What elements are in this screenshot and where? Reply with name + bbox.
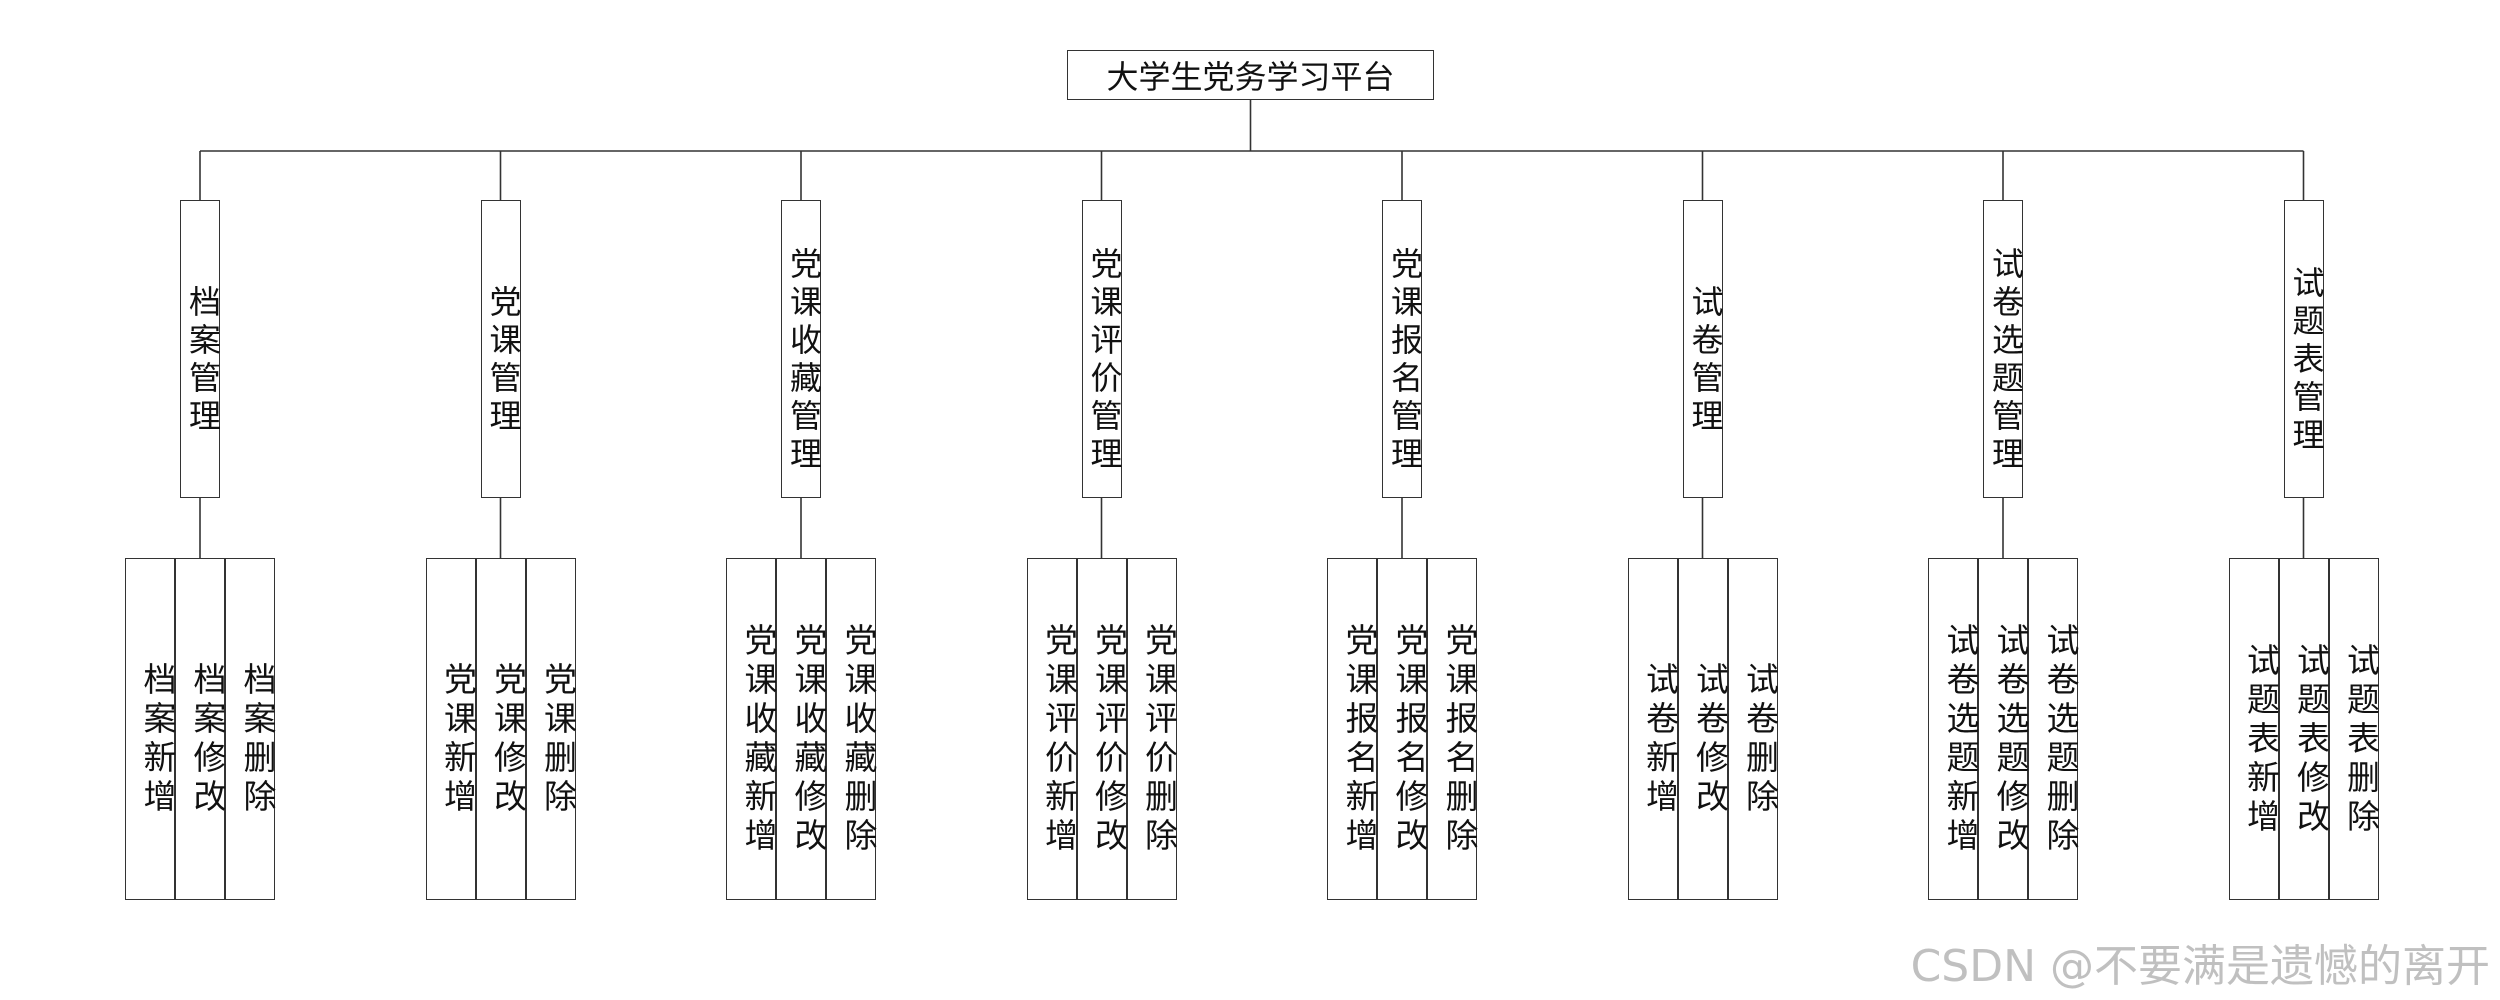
watermark: CSDN @不要满是遗憾的离开 [1910,941,2490,992]
module-node: 党课收藏管理 [781,200,823,498]
action-node: 党课报名修改 [1377,558,1429,900]
action-node: 党课评价修改 [1076,558,1129,900]
action-node: 档案删除 [225,558,277,900]
module-node: 试题表管理 [2283,200,2326,498]
action-node: 党课评价删除 [1126,558,1179,900]
action-node: 试卷选题新增 [1928,558,1980,900]
module-node: 试卷选题管理 [1983,200,2025,498]
module-node: 档案管理 [180,200,222,498]
action-node: 党课评价新增 [1026,558,1079,900]
root-node: 大学生党务学习平台 [1067,50,1434,100]
action-node: 试卷删除 [1727,558,1780,900]
action-node: 试卷修改 [1677,558,1730,900]
module-node: 党课报名管理 [1382,200,1424,498]
action-node: 试题表新增 [2228,558,2281,900]
module-node: 党课管理 [480,200,523,498]
action-node: 党课删除 [525,558,578,900]
module-node: 党课评价管理 [1081,200,1124,498]
action-node: 党课新增 [425,558,478,900]
module-node: 试卷管理 [1682,200,1725,498]
action-node: 党课报名新增 [1327,558,1379,900]
action-node: 党课收藏修改 [776,558,828,900]
action-node: 试题表修改 [2278,558,2331,900]
action-node: 党课收藏删除 [826,558,878,900]
action-node: 试卷新增 [1627,558,1680,900]
action-node: 档案新增 [125,558,177,900]
action-node: 试卷选题修改 [1978,558,2030,900]
action-node: 党课报名删除 [1427,558,1479,900]
action-node: 试卷选题删除 [2028,558,2080,900]
action-node: 档案修改 [175,558,227,900]
action-node: 试题表删除 [2328,558,2381,900]
action-node: 党课收藏新增 [726,558,778,900]
action-node: 党课修改 [475,558,528,900]
